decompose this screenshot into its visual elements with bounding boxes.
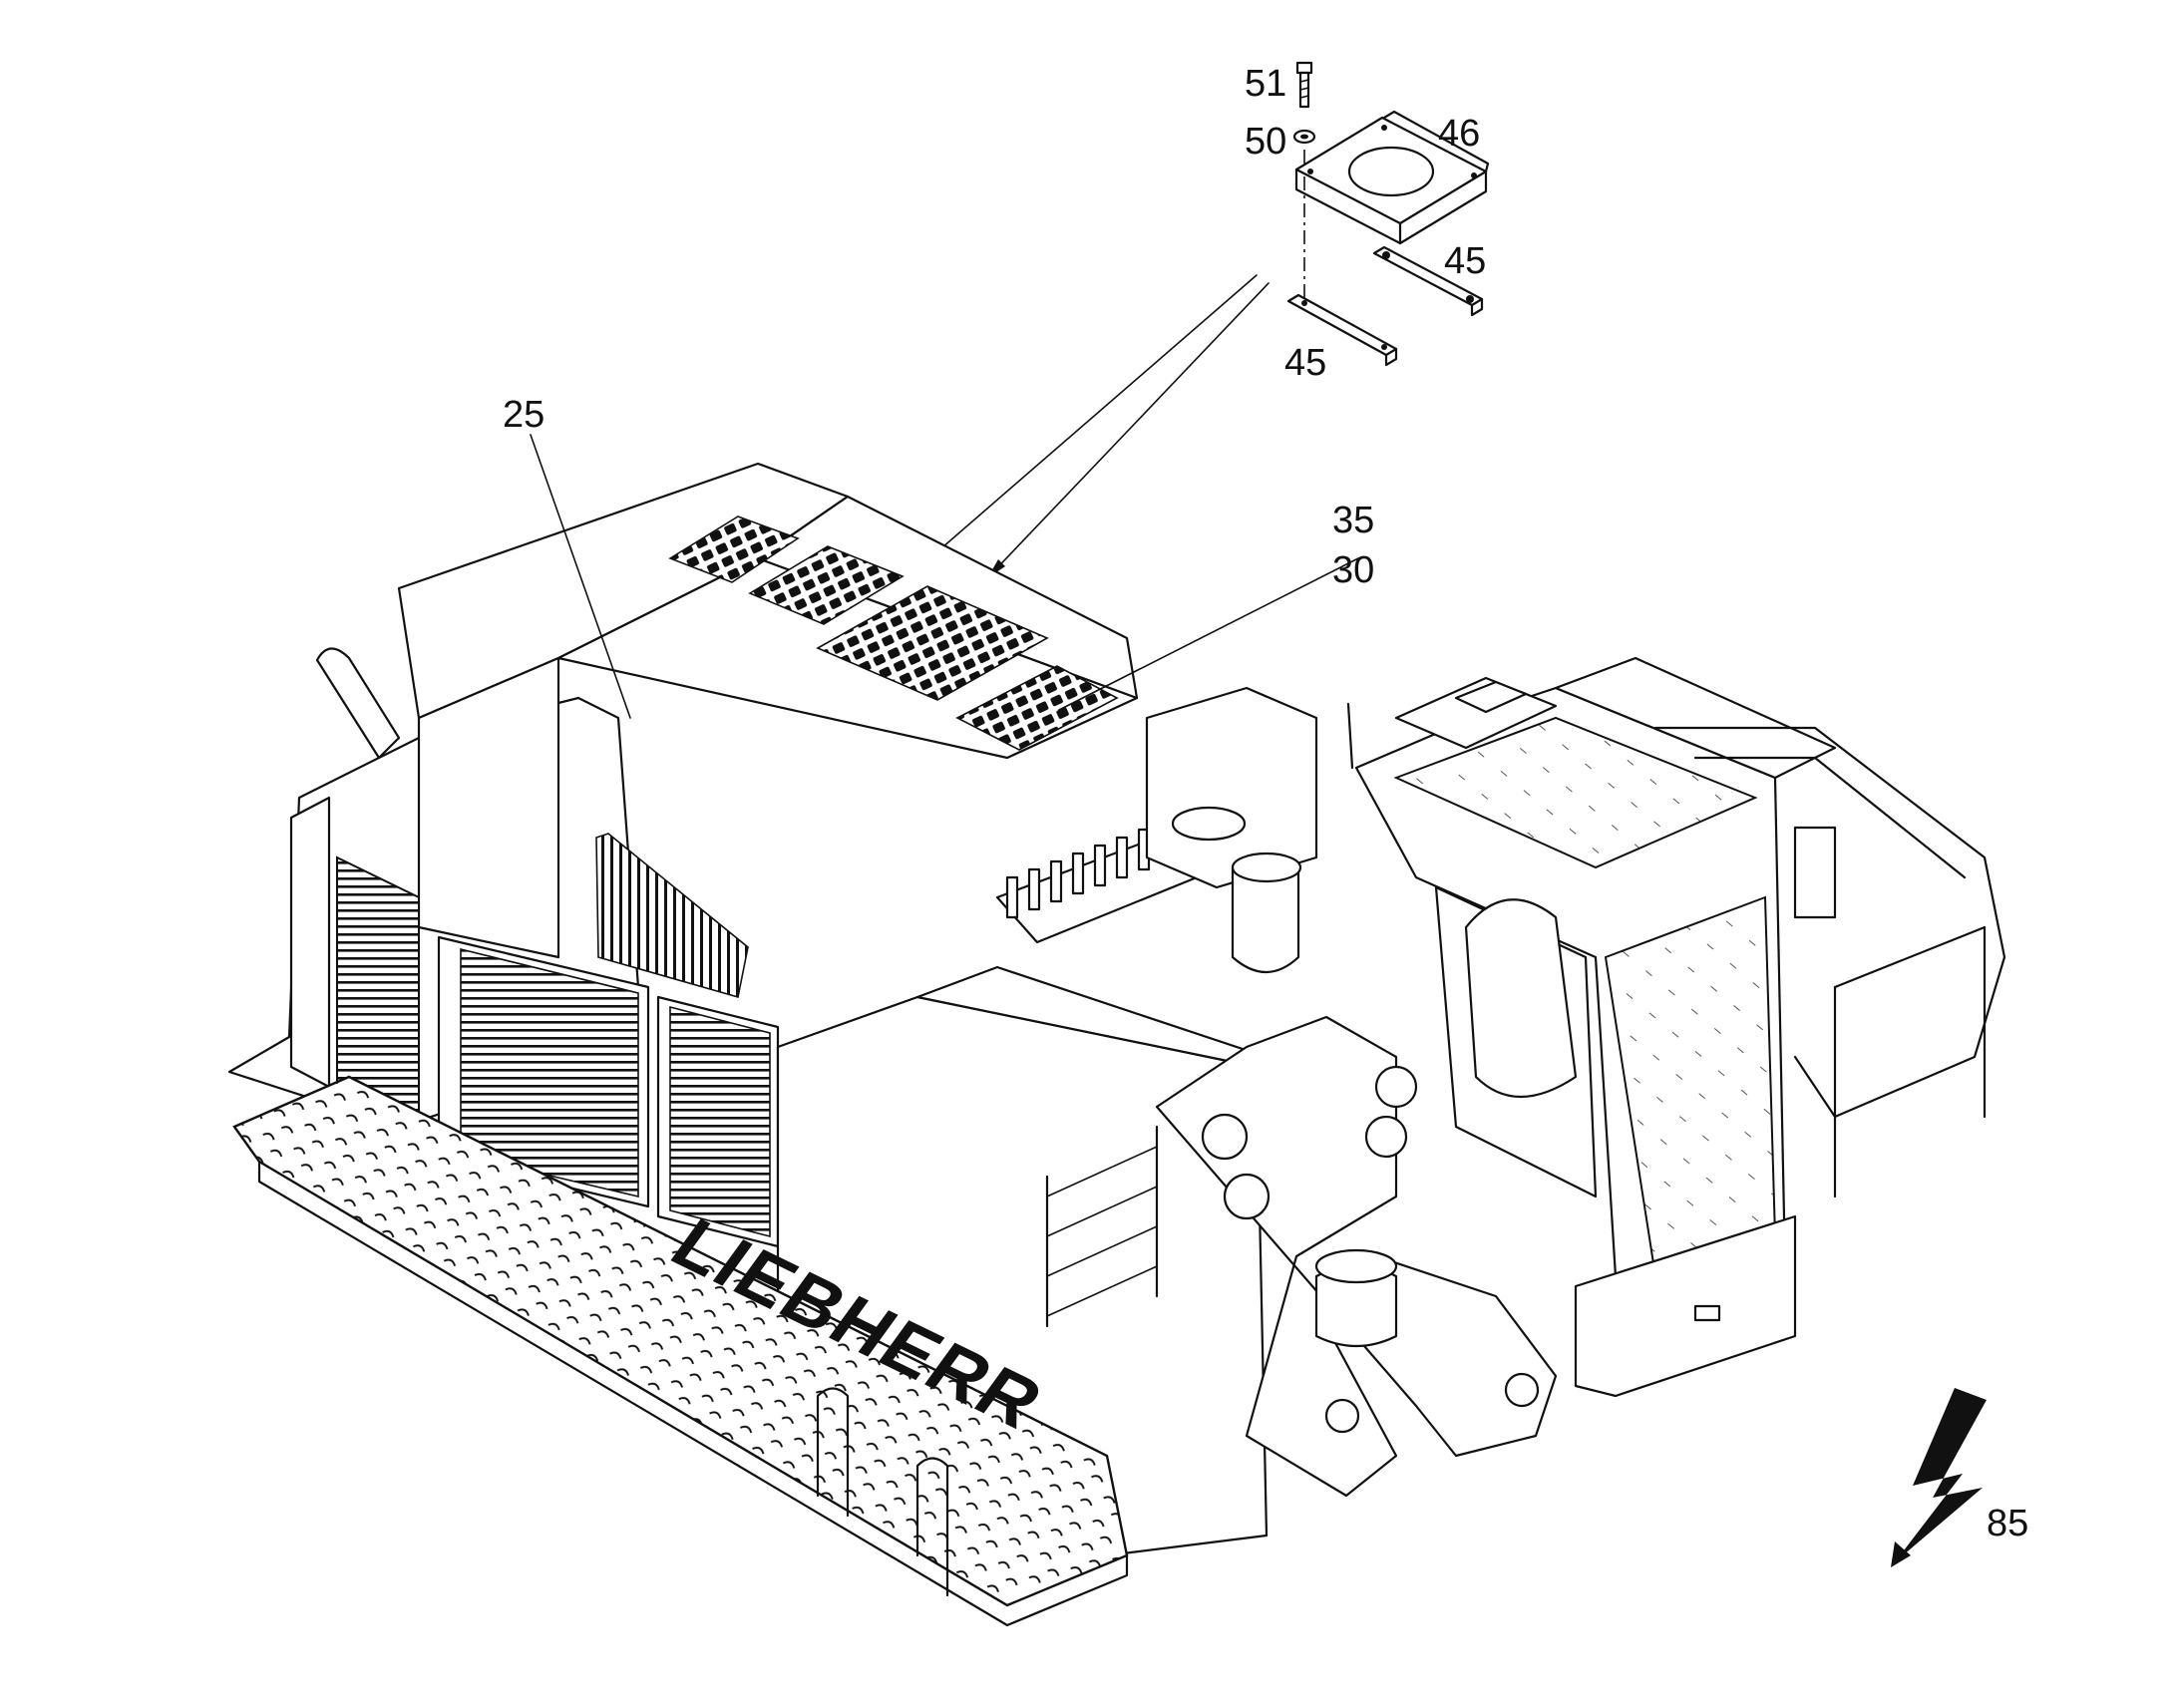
strip-upper-part bbox=[1372, 245, 1484, 317]
callout-30: 30 bbox=[1332, 549, 1374, 591]
ladder bbox=[1045, 1125, 1159, 1328]
callout-45-lower: 45 bbox=[1284, 342, 1326, 384]
callouts: 51 50 46 45 45 25 35 30 bbox=[503, 63, 1486, 591]
washer-part bbox=[1292, 129, 1316, 145]
electrical-ref-number: 85 bbox=[1987, 1503, 2028, 1544]
bolt-part bbox=[1295, 61, 1313, 109]
callout-45-upper: 45 bbox=[1444, 240, 1486, 282]
bracket-detail bbox=[897, 61, 1490, 587]
operator-cab bbox=[1346, 656, 2006, 1398]
callout-25: 25 bbox=[503, 394, 545, 436]
valve-bank bbox=[1005, 828, 1151, 919]
callout-46: 46 bbox=[1438, 113, 1480, 155]
callout-51: 51 bbox=[1245, 63, 1286, 105]
excavator-uppercarriage bbox=[227, 462, 1558, 1627]
callout-35: 35 bbox=[1332, 500, 1374, 541]
strip-lower-part bbox=[1286, 293, 1398, 367]
plate-part bbox=[1294, 110, 1490, 245]
lightning-bolt-icon bbox=[1891, 1388, 1987, 1567]
leader-lines bbox=[530, 434, 1359, 719]
callout-50: 50 bbox=[1245, 121, 1286, 163]
